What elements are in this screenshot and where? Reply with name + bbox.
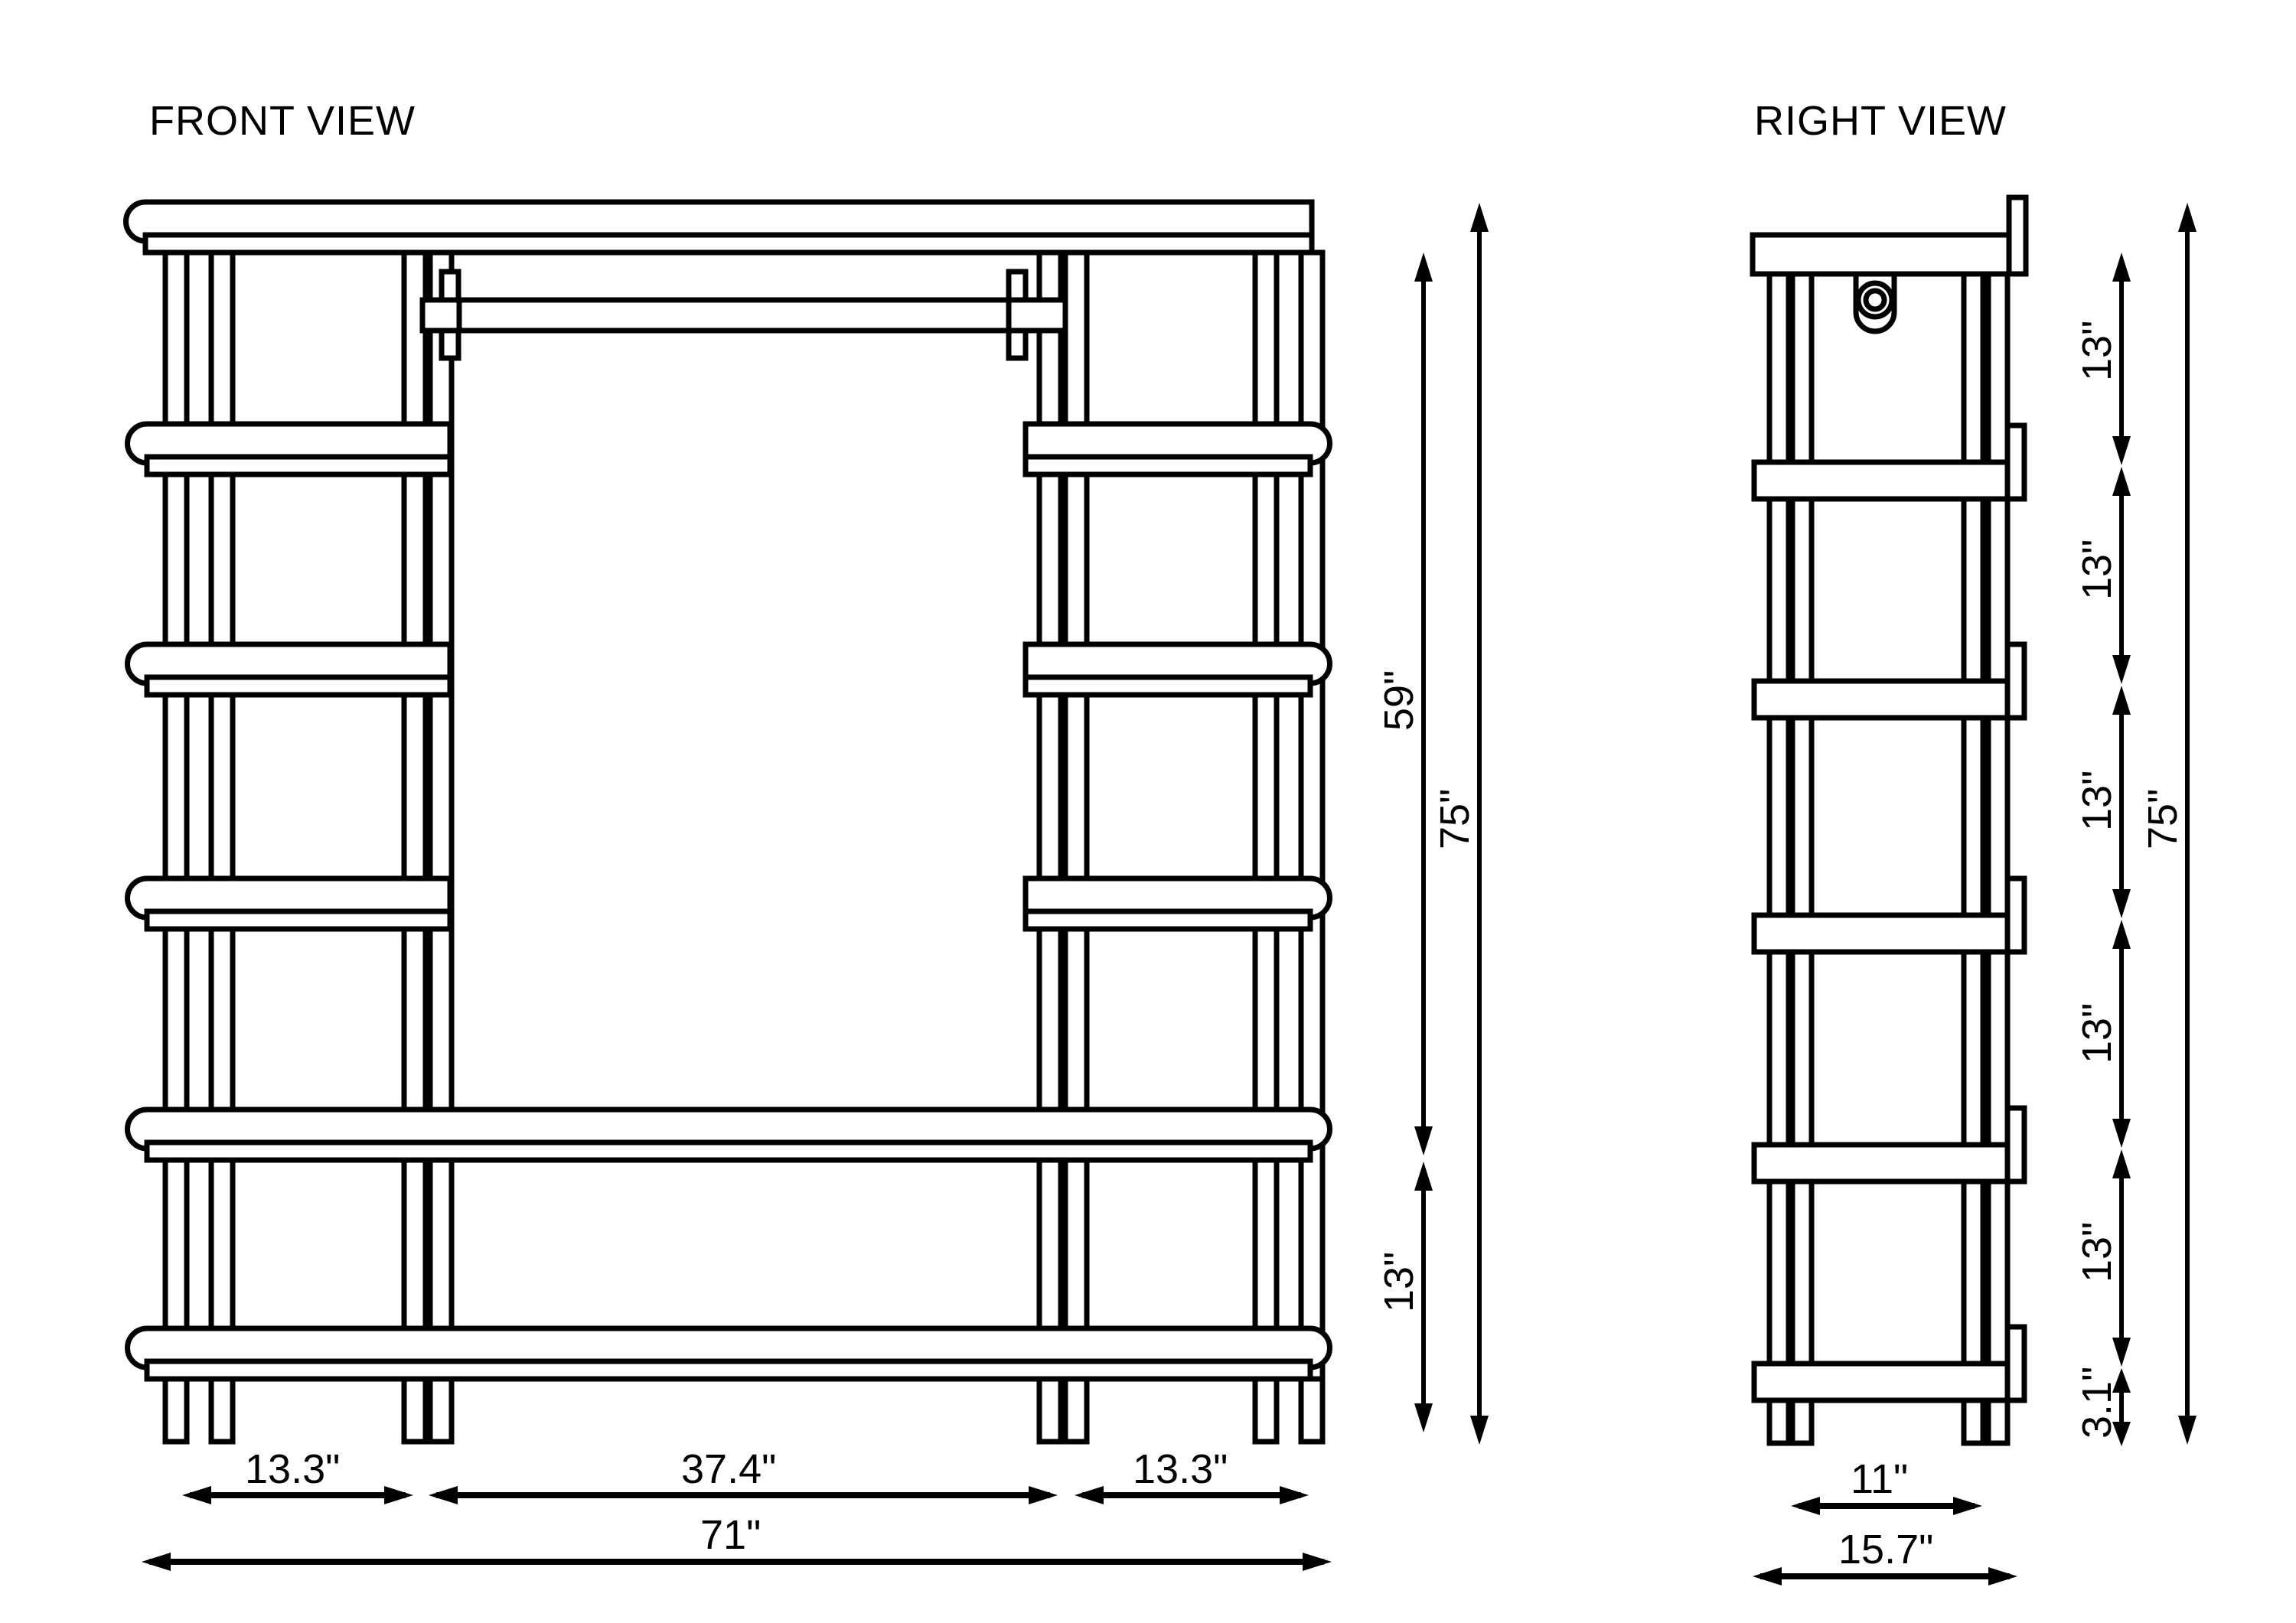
right-post-front-outer (1766, 271, 1792, 1443)
dim-rv-gap4-arrow-top (2112, 920, 2131, 949)
front-view-drawing (123, 199, 1332, 1445)
dim-upper-height-arrow-top (1414, 253, 1433, 282)
dim-rv-overall-height-arrow-bottom (2178, 1416, 2197, 1445)
right-leg-front-outer (1766, 1397, 1792, 1446)
front-shelf-left-2-edge (144, 454, 453, 477)
right-post-back-outer (1985, 271, 2011, 1443)
dim-upper-height-arrow-bottom (1414, 1126, 1433, 1155)
dim-rv-overall-height-arrow-top (2178, 203, 2197, 232)
right-shelf-5 (1751, 1142, 2022, 1185)
front-shelf-right-2-edge (1022, 454, 1313, 477)
front-leg-midright-outer (1036, 1376, 1064, 1445)
right-leg-back-inner (1961, 1397, 1986, 1446)
right-post-front-inner (1789, 271, 1815, 1443)
dim-right-bay-arrow-start (1075, 1486, 1104, 1504)
right-shelf-6-tab (2004, 1324, 2027, 1403)
right-leg-back-outer (1985, 1397, 2011, 1446)
front-shelf-full-5-edge (144, 1139, 1313, 1163)
right-shelf-4 (1751, 912, 2022, 955)
dim-lower-height-label: 13" (1376, 1252, 1422, 1312)
right-view-drawing (1750, 194, 2029, 1446)
dim-rv-gap3-arrow-top (2112, 686, 2131, 715)
dim-overall-width-arrow-start (142, 1553, 171, 1571)
dim-overall-height-arrow-top (1470, 203, 1489, 232)
right-shelf-3-tab (2004, 641, 2027, 721)
front-shelf-right-3 (1022, 641, 1332, 686)
dim-rv-gap1-arrow-bottom (2112, 436, 2131, 465)
dim-rv-inner-depth-arrow-start (1791, 1497, 1820, 1515)
front-shelf-right-3-edge (1022, 674, 1313, 698)
dim-center-bay-arrow-end (1029, 1486, 1058, 1504)
right-view-title: RIGHT VIEW (1754, 98, 2007, 144)
dim-rv-gap2-arrow-top (2112, 467, 2131, 496)
dim-overall-width-arrow-end (1303, 1553, 1332, 1571)
front-rod-flange-left (419, 297, 462, 334)
dim-rv-gap5-label: 13" (2074, 1222, 2120, 1282)
dim-rv-bottom-gap-arrow-top (2112, 1368, 2131, 1393)
front-leg-left-inner (208, 1376, 236, 1445)
right-shelf-3 (1751, 678, 2022, 721)
dim-rv-gap1-arrow-top (2112, 253, 2131, 282)
dim-rv-gap3-arrow-bottom (2112, 889, 2131, 918)
dim-rv-gap5-arrow-bottom (2112, 1338, 2131, 1367)
dim-overall-width-label: 71" (700, 1512, 761, 1558)
right-shelf-6 (1751, 1361, 2022, 1403)
right-top-plank (1750, 232, 2024, 277)
dim-center-bay-label: 37.4" (681, 1446, 776, 1492)
front-leg-right-inner (1252, 1376, 1280, 1445)
dim-rv-gap1-label: 13" (2074, 321, 2120, 381)
front-hanging-rod (419, 297, 1068, 334)
dim-rv-overall-depth-label: 15.7" (1838, 1527, 1933, 1572)
right-post-back-inner (1961, 271, 1986, 1443)
front-leg-midright-inner (1062, 1376, 1090, 1445)
dim-lower-height-arrow-top (1414, 1162, 1433, 1191)
right-shelf-2-tab (2004, 422, 2027, 502)
dim-rv-gap2-arrow-bottom (2112, 655, 2131, 684)
dim-overall-height-label: 75" (1432, 789, 1478, 849)
dim-rv-overall-height-label: 75" (2140, 789, 2186, 849)
front-view-dimensions: 13.3" 37.4" 13.3" 71" 59" (142, 203, 1489, 1571)
front-shelf-left-3-edge (144, 674, 453, 698)
front-top-plank-lower (142, 232, 1315, 256)
front-leg-right-outer (1298, 1376, 1326, 1445)
dim-upper-height-label: 59" (1376, 670, 1422, 731)
right-rod-hole-inner (1863, 288, 1887, 312)
dim-rv-gap3-label: 13" (2074, 771, 2120, 831)
front-leg-left-outer (162, 1376, 190, 1445)
front-shelf-right-2 (1022, 421, 1332, 466)
dim-left-bay-arrow-end (384, 1486, 413, 1504)
dim-lower-height-arrow-bottom (1414, 1403, 1433, 1432)
dim-rv-inner-depth-arrow-end (1953, 1497, 1982, 1515)
dim-rv-gap4-arrow-bottom (2112, 1119, 2131, 1148)
dim-rv-gap2-label: 13" (2074, 539, 2120, 600)
dim-rv-gap5-arrow-top (2112, 1149, 2131, 1178)
dim-center-bay-arrow-start (429, 1486, 458, 1504)
dim-left-bay-arrow-start (182, 1486, 211, 1504)
dim-left-bay-label: 13.3" (245, 1446, 340, 1492)
right-top-plank-tab (2006, 194, 2029, 277)
front-leg-midleft-outer (401, 1376, 429, 1445)
front-shelf-left-4-edge (144, 908, 453, 932)
front-shelf-right-4-edge (1022, 908, 1313, 932)
front-shelf-right-4 (1022, 875, 1332, 921)
dim-rv-overall-depth-arrow-start (1753, 1567, 1782, 1586)
front-shelf-full-6-edge (144, 1358, 1313, 1382)
front-rod-flange-right (1006, 297, 1068, 334)
right-view-dimensions: 13" 13" 13" 13" 13" 3.1" (1753, 203, 2197, 1586)
right-shelf-5-tab (2004, 1105, 2027, 1185)
dim-right-bay-arrow-end (1280, 1486, 1309, 1504)
dim-overall-height-arrow-bottom (1470, 1416, 1489, 1445)
dim-rv-bottom-gap-label: 3.1" (2074, 1367, 2120, 1439)
dim-rv-gap4-label: 13" (2074, 1003, 2120, 1064)
dim-rv-inner-depth-label: 11" (1851, 1456, 1908, 1502)
dim-rv-overall-depth-arrow-end (1988, 1567, 2017, 1586)
front-leg-midleft-inner (427, 1376, 455, 1445)
right-leg-front-inner (1789, 1397, 1815, 1446)
front-view-title: FRONT VIEW (149, 98, 416, 144)
right-shelf-4-tab (2004, 875, 2027, 955)
right-shelf-2 (1751, 459, 2022, 502)
dim-rv-bottom-gap-arrow-bottom (2112, 1422, 2131, 1446)
dim-right-bay-label: 13.3" (1133, 1446, 1228, 1492)
